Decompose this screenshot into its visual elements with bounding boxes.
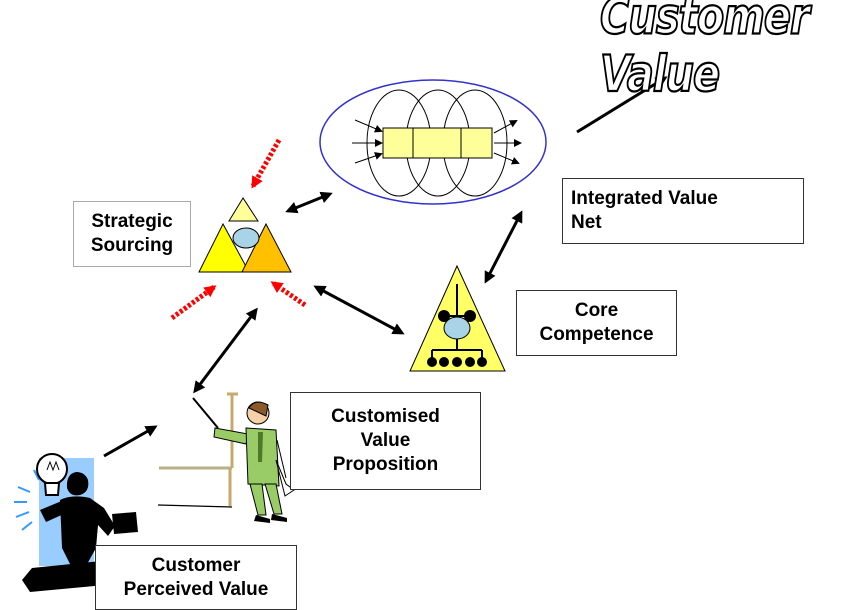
sourcing-triangles-icon [198, 197, 292, 273]
value-net-ellipse-icon [319, 79, 547, 205]
customer-perceived-value-text: Customer Perceived Value [123, 554, 269, 600]
strategic-sourcing-text: Strategic Sourcing [90, 211, 174, 256]
strategic-sourcing-label: Strategic Sourcing [73, 201, 191, 267]
customised-value-proposition-text: Customised Value Proposition [331, 406, 440, 475]
core-competence-label: Core Competence [516, 290, 677, 356]
integrated-value-net-text: Integrated Value Net [571, 188, 718, 233]
presenter-icon [157, 392, 295, 523]
connector-arrows [103, 76, 668, 458]
customer-perceived-value-label: Customer Perceived Value [95, 545, 297, 610]
core-competence-text: Core Competence [539, 300, 654, 345]
customised-value-proposition-label: Customised Value Proposition [290, 392, 481, 490]
integrated-value-net-label: Integrated Value Net [562, 178, 804, 244]
competence-hierarchy-icon [409, 264, 506, 372]
red-force-arrows [170, 138, 307, 321]
page-title: Customer Value [599, 0, 811, 105]
